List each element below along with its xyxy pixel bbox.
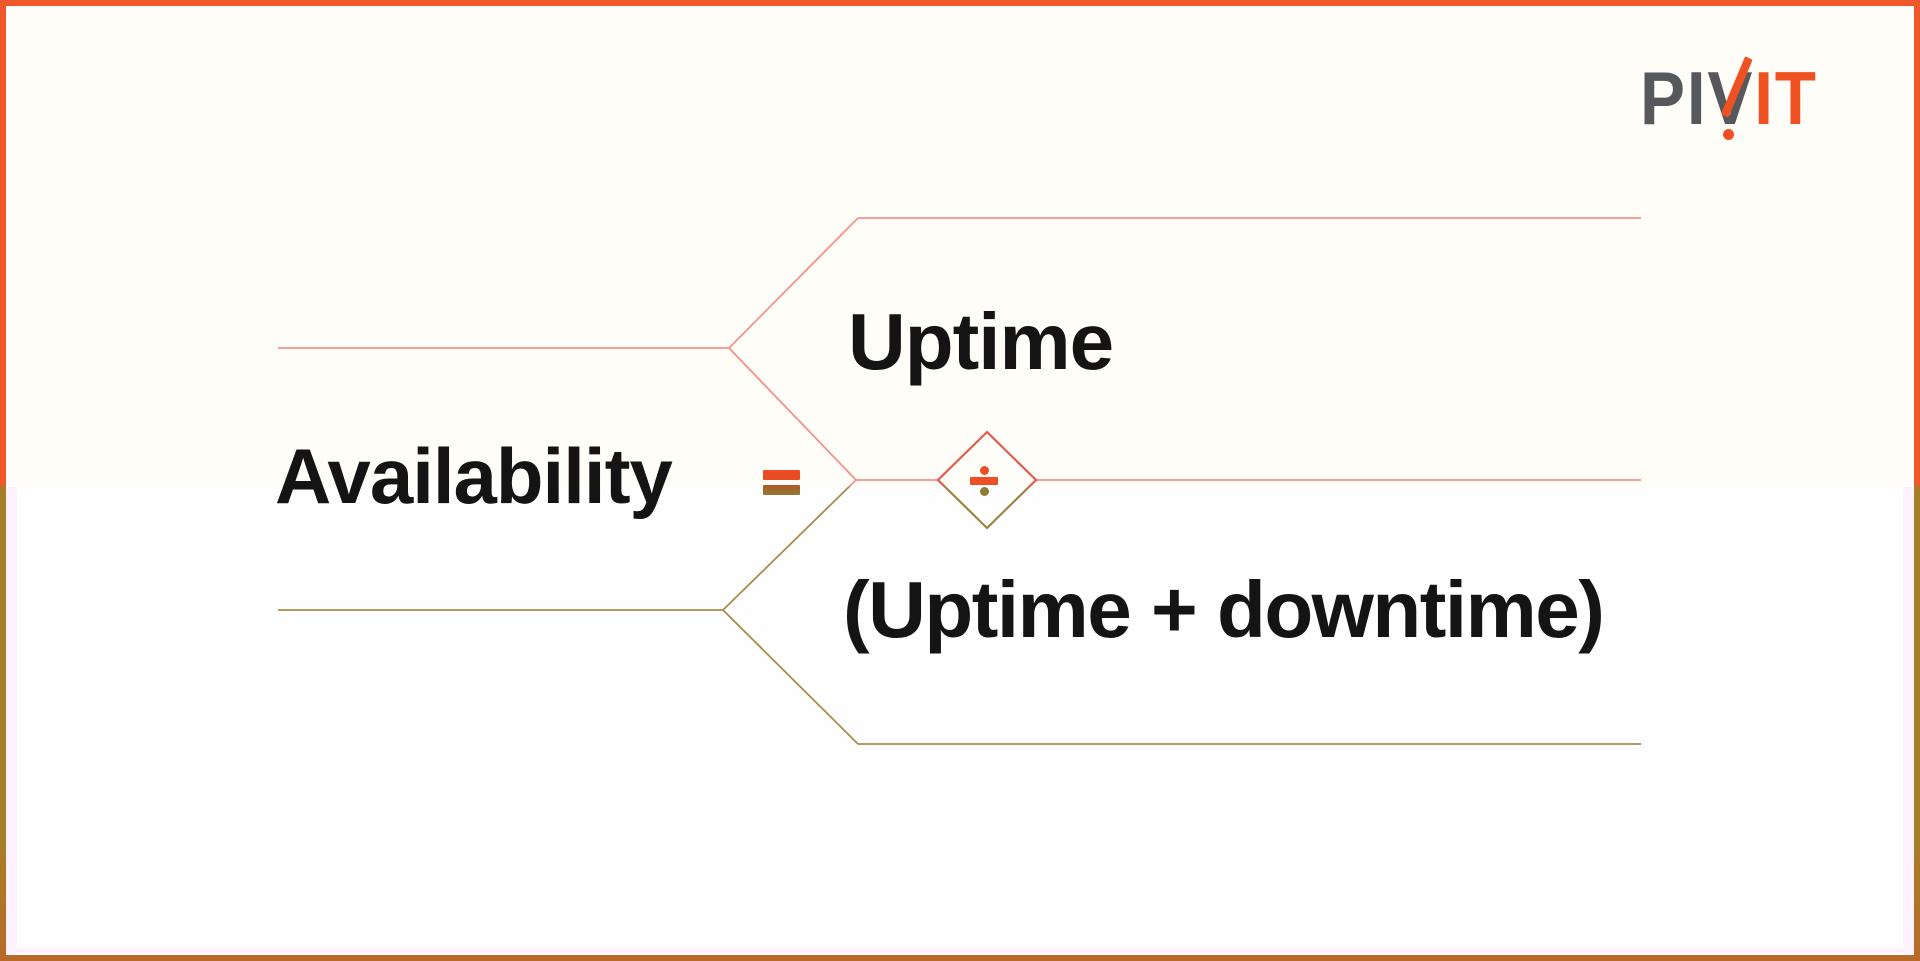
inner-glow-bottom (6, 948, 1914, 953)
inner-glow-right (1903, 487, 1914, 949)
equals-bottom-bar (763, 485, 800, 495)
logo-dot (1723, 129, 1734, 140)
divide-diamond (936, 430, 1038, 530)
divide-sign-text: ÷ (970, 466, 971, 467)
uptime-label: Uptime (848, 297, 1114, 386)
inner-glow-left (6, 487, 17, 949)
pivit-logo: PIVIT (1640, 56, 1818, 136)
logo-text-orange: IT (1754, 56, 1818, 140)
logo-v: V (1707, 56, 1754, 136)
equals-sign: = (763, 470, 800, 495)
equals-top-bar (763, 470, 800, 480)
divide-sign: ÷ (970, 466, 998, 496)
equals-lower-diagonal (722, 479, 857, 611)
logo-text-gray: PI (1640, 56, 1708, 140)
denominator-label: (Uptime + downtime) (843, 565, 1605, 654)
divide-bar (970, 477, 998, 485)
divide-top-dot (979, 466, 989, 475)
availability-label: Availability (275, 432, 673, 520)
numerator-upper-diagonal (728, 217, 859, 349)
denominator-lower-diagonal (722, 609, 859, 745)
equals-upper-diagonal (728, 347, 857, 481)
divide-bottom-dot (979, 487, 989, 496)
